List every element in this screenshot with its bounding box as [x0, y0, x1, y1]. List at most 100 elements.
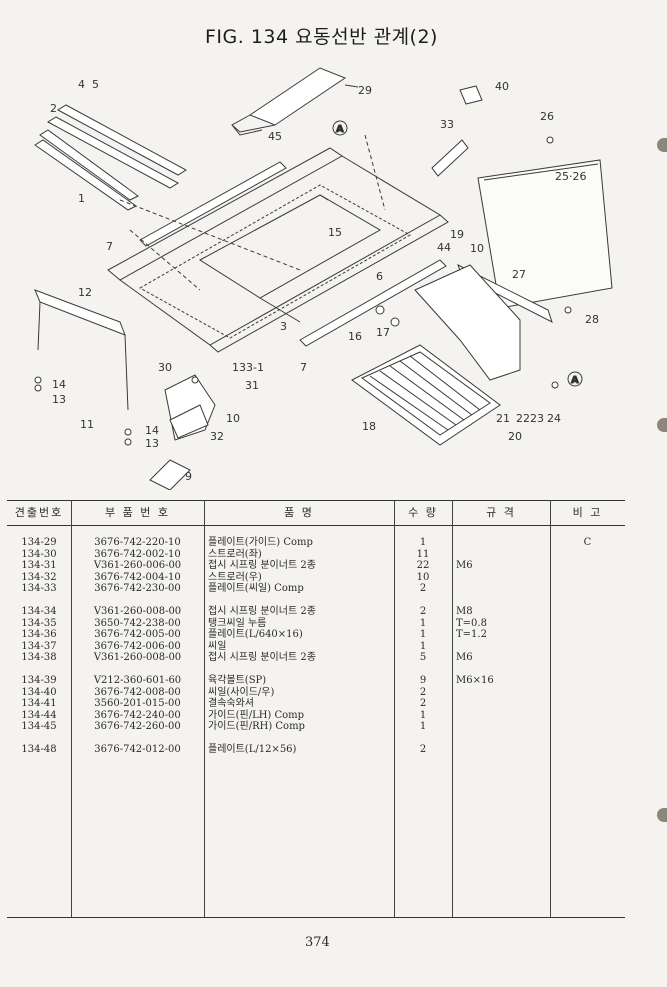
cell-part-number: 3676-742-260-00 [94, 721, 181, 733]
callout-6: 6 [376, 270, 383, 283]
part-32-stroller [169, 404, 209, 439]
cell-remark [550, 572, 625, 584]
cell-part-name: 가이드(핀/RH) Comp [208, 721, 305, 733]
callout-10a: 10 [470, 242, 484, 255]
callout-2: 2 [50, 102, 57, 115]
cell-remark [550, 721, 625, 733]
cell-part-name: 스트로러(좌) [208, 548, 262, 560]
binder-hole [657, 138, 667, 152]
figure-title: FIG. 134 요동선반 관계(2) [205, 26, 438, 48]
cell-part-name: 탱크씨일 누름 [208, 617, 267, 629]
marker-a-2: A [571, 375, 579, 386]
callout-45: 45 [268, 130, 282, 143]
column-divider [394, 500, 395, 918]
cell-quantity: 1 [419, 537, 427, 548]
callout-13a: 13 [52, 393, 66, 406]
table-row: 134-29 3676-742-220-10 플레이트(가이드) Comp 1 … [7, 537, 625, 549]
cell-part-number: 3676-742-002-10 [94, 548, 181, 560]
callout-20: 20 [508, 430, 522, 443]
callout-3: 3 [280, 320, 287, 333]
cell-remark [550, 560, 625, 572]
circled-a-marker [567, 371, 583, 387]
cell-ref: 134-48 [21, 743, 57, 755]
cell-quantity: 22 [416, 560, 430, 572]
callout-12: 12 [78, 286, 92, 299]
cell-ref: 134-33 [21, 583, 57, 595]
cell-quantity: 2 [419, 583, 427, 595]
table-row: 134-31 V361-260-006-00 접시 시프링 분이너트 2종 22… [7, 560, 625, 572]
callout-25-26: 25·26 [555, 170, 587, 183]
cell-part-name: 씨일(사이드/우) [208, 686, 275, 698]
table-row: 134-45 3676-742-260-00 가이드(핀/RH) Comp 1 [7, 721, 625, 733]
parts-25-26-panel [477, 159, 613, 309]
cell-ref: 134-31 [21, 560, 57, 572]
cell-part-name: 플레이트(L/12×56) [208, 743, 297, 755]
cell-ref: 134-30 [21, 548, 57, 560]
table-row: 134-41 3560-201-015-00 결속숙와셔 2 [7, 698, 625, 710]
cell-spec [452, 641, 550, 653]
cell-remark [550, 583, 625, 595]
cell-part-name: 접시 시프링 분이너트 2종 [208, 560, 316, 572]
callout-31: 31 [245, 379, 259, 392]
cell-remark [550, 629, 625, 641]
cell-ref: 134-41 [21, 698, 57, 710]
table-row: 134-30 3676-742-002-10 스트로러(좌) 11 [7, 549, 625, 561]
cell-quantity: 1 [419, 709, 427, 721]
cell-spec [452, 698, 550, 710]
cell-part-number: 3676-742-012-00 [94, 743, 181, 755]
cell-part-name: 가이드(핀/LH) Comp [208, 709, 305, 721]
circled-a-marker [332, 120, 348, 136]
callout-1: 1 [78, 192, 85, 205]
part-20-bracket [414, 264, 521, 381]
part-18-tray [351, 344, 501, 446]
part-9-bracket [149, 459, 191, 490]
cell-part-number: 3676-742-006-00 [94, 640, 181, 652]
header-part-number: 부 품 번 호 [71, 500, 204, 526]
cell-remark [550, 606, 625, 618]
callout-23: 23 [530, 412, 544, 425]
cell-spec: T=0.8 [456, 617, 487, 629]
assembly-guide-lines [119, 134, 386, 291]
part-33-seal-plate [431, 139, 469, 177]
cell-quantity: 9 [419, 674, 427, 686]
part-29-guide-plate [231, 67, 347, 136]
callout-14a: 14 [52, 378, 66, 391]
table-row: 134-38 V361-260-008-00 접시 시프링 분이너트 2종 5 … [7, 652, 625, 664]
cell-spec [452, 537, 550, 549]
cell-part-name: 접시 시프링 분이너트 2종 [208, 605, 316, 617]
callout-10b: 10 [226, 412, 240, 425]
column-divider [71, 500, 72, 918]
fasteners [34, 136, 572, 446]
cell-ref: 134-39 [21, 674, 57, 686]
cell-spec [452, 687, 550, 699]
cell-spec: M6 [456, 560, 473, 572]
cell-part-name: 스트로러(우) [208, 571, 262, 583]
cell-quantity: 2 [419, 605, 427, 617]
callout-16: 16 [348, 330, 362, 343]
callout-29: 29 [358, 84, 372, 97]
parts-list-table: 견출번호 부 품 번 호 품 명 수 량 규 격 비 고 134-29 3676… [7, 500, 625, 756]
callout-26: 26 [540, 110, 554, 123]
cell-spec [452, 583, 550, 595]
callout-18: 18 [362, 420, 376, 433]
cell-quantity: 5 [419, 652, 427, 664]
table-row: 134-37 3676-742-006-00 씨일 1 [7, 641, 625, 653]
cell-part-name: 플레이트(L/640×16) [208, 629, 303, 641]
callout-9: 9 [185, 470, 192, 483]
cell-spec: T=1.2 [456, 629, 487, 641]
cell-quantity: 2 [419, 743, 427, 755]
callout-21: 21 [496, 412, 510, 425]
callout-40: 40 [495, 80, 509, 93]
header-remark: 비 고 [550, 500, 625, 526]
column-divider [550, 500, 551, 918]
cell-remark [550, 710, 625, 722]
cell-spec [452, 744, 550, 756]
cell-part-name: 플레이트(가이드) Comp [208, 537, 313, 548]
cell-remark [550, 549, 625, 561]
cell-part-name: 육각볼트(SP) [208, 674, 267, 686]
cell-part-name: 결속숙와셔 [208, 698, 254, 710]
binder-hole [657, 418, 667, 432]
table-row: 134-35 3650-742-238-00 탱크씨일 누름 1 T=0.8 [7, 618, 625, 630]
cell-part-number: 3676-742-008-00 [94, 686, 181, 698]
